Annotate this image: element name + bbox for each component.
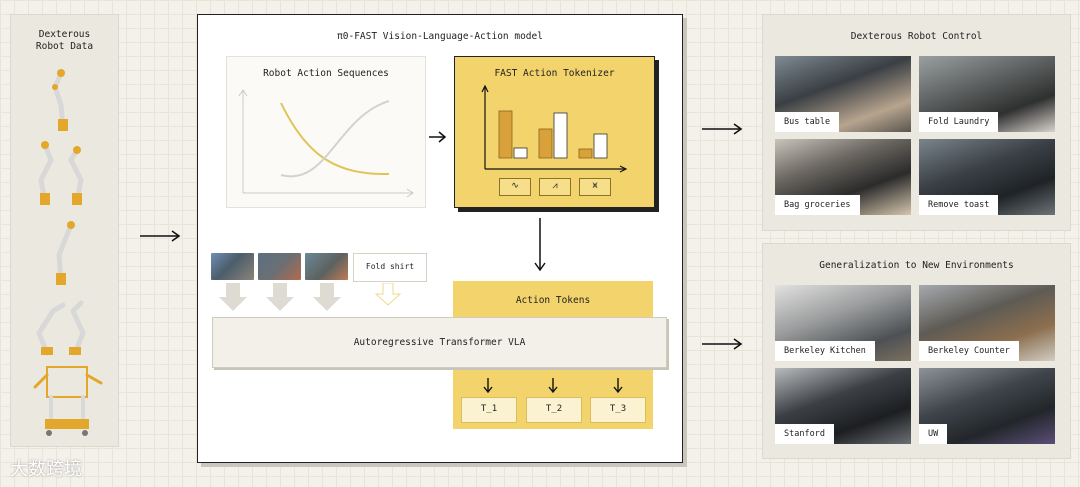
instruction-prompt: Fold shirt bbox=[353, 253, 427, 282]
task-photo: Bus table bbox=[775, 56, 911, 132]
robot-control-title: Dexterous Robot Control bbox=[850, 31, 983, 42]
vla-transformer-box: Autoregressive Transformer VLA bbox=[212, 317, 667, 368]
generalization-panel: Generalization to New Environments Berke… bbox=[762, 243, 1071, 459]
environment-caption: UW bbox=[919, 424, 948, 444]
robot-data-column: Dexterous Robot Data bbox=[10, 14, 119, 447]
robot-control-panel: Dexterous Robot Control Bus table Fold L… bbox=[762, 14, 1071, 231]
task-caption: Fold Laundry bbox=[919, 112, 999, 132]
task-photo: Remove toast bbox=[919, 139, 1055, 215]
camera-image bbox=[211, 253, 254, 280]
task-photo: Fold Laundry bbox=[919, 56, 1055, 132]
action-token: T_2 bbox=[526, 397, 582, 423]
task-photo: Bag groceries bbox=[775, 139, 911, 215]
fast-tokenizer-label: FAST Action Tokenizer bbox=[494, 68, 615, 79]
action-tokens-label: Action Tokens bbox=[515, 295, 591, 306]
arrow-down-icon bbox=[534, 218, 546, 272]
action-token: T_1 bbox=[461, 397, 517, 423]
arrow-right-icon bbox=[702, 338, 743, 350]
action-token: T_3 bbox=[590, 397, 646, 423]
generalization-title: Generalization to New Environments bbox=[819, 260, 1014, 271]
environment-photo: Stanford bbox=[775, 368, 911, 444]
token-arrows-graphic bbox=[483, 378, 623, 394]
camera-image bbox=[305, 253, 348, 280]
environment-caption: Berkeley Kitchen bbox=[775, 341, 875, 361]
watermark-logo: 大数跨境 bbox=[10, 459, 82, 480]
arrow-right-icon bbox=[429, 131, 447, 143]
fast-tokenizer-box: FAST Action Tokenizer ∿ ⩘ ⩙ bbox=[454, 56, 655, 208]
token-chip: ⩘ bbox=[539, 178, 571, 196]
environment-caption: Stanford bbox=[775, 424, 834, 444]
environment-photo: Berkeley Counter bbox=[919, 285, 1055, 361]
action-curves-graphic bbox=[238, 89, 414, 198]
arrow-right-icon bbox=[702, 123, 743, 135]
tokenizer-bars-graphic bbox=[481, 84, 628, 173]
action-sequences-label: Robot Action Sequences bbox=[263, 68, 389, 79]
environment-photo: UW bbox=[919, 368, 1055, 444]
environment-caption: Berkeley Counter bbox=[919, 341, 1019, 361]
environment-photo: Berkeley Kitchen bbox=[775, 285, 911, 361]
model-panel: π0-FAST Vision-Language-Action model Rob… bbox=[197, 14, 683, 463]
input-arrows-graphic bbox=[219, 283, 402, 311]
token-chip: ⩙ bbox=[579, 178, 611, 196]
robot-arms-illustration bbox=[33, 69, 103, 436]
action-sequences-box: Robot Action Sequences bbox=[226, 56, 426, 208]
task-caption: Bus table bbox=[775, 112, 840, 132]
arrow-right-icon bbox=[140, 230, 181, 242]
task-caption: Remove toast bbox=[919, 195, 999, 215]
model-title: π0-FAST Vision-Language-Action model bbox=[337, 31, 543, 42]
camera-image bbox=[258, 253, 301, 280]
token-chip: ∿ bbox=[499, 178, 531, 196]
robot-data-title: Dexterous Robot Data bbox=[35, 29, 94, 52]
task-caption: Bag groceries bbox=[775, 195, 860, 215]
